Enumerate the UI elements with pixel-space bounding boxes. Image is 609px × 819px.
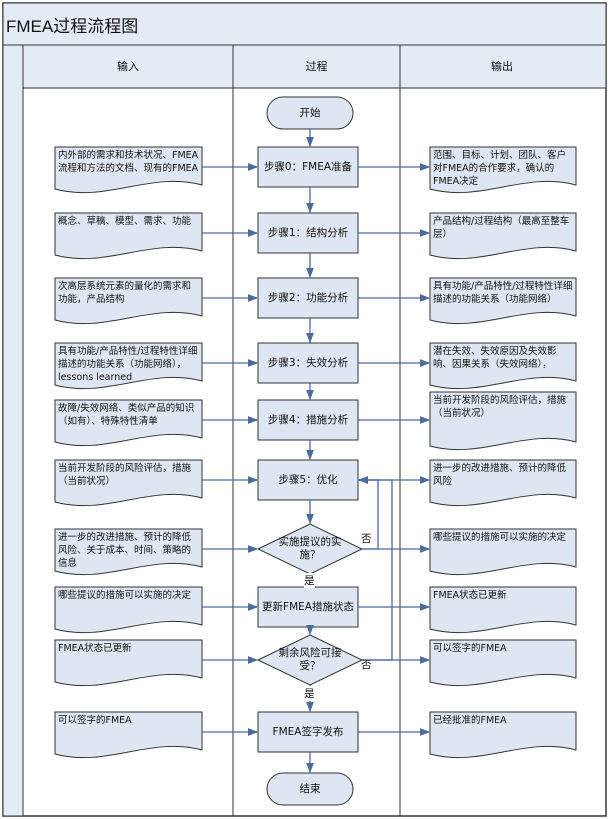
yes-label: 是 (304, 686, 315, 701)
output-document (429, 711, 577, 759)
output-document (429, 391, 577, 451)
decision-implement-actions-label: 实施提议的实施？ (278, 536, 342, 561)
no-label: 否 (361, 533, 372, 545)
no-label: 否 (361, 659, 372, 671)
fmea-release-label: FMEA签字发布 (272, 725, 344, 738)
output-document (429, 586, 577, 634)
update-fmea-status (257, 586, 359, 628)
output-document-text: 已经批准的FMEA (433, 715, 507, 726)
diagram-title: FMEA过程流程图 (6, 17, 139, 36)
output-document-text: 可以签字的FMEA (433, 643, 507, 654)
input-document-text: 具有功能/产品特性/过程特性详细描述的功能关系（功能网络），lessons le… (58, 346, 198, 383)
step3-failure-analysis-label: 步骤3：失效分析 (267, 356, 349, 369)
input-document-text: 可以签字的FMEA (58, 715, 132, 726)
step4-risk-analysis-label: 步骤4：措施分析 (267, 413, 349, 426)
fmea-release (257, 711, 359, 753)
input-document (54, 277, 203, 325)
output-document-text: 进一步的改进措施、预计的降低风险 (433, 463, 567, 487)
title-band (2, 2, 607, 46)
step3-failure-analysis (257, 342, 359, 384)
step5-optimization-label: 步骤5：优化 (278, 473, 338, 486)
input-document-text: FMEA状态已更新 (58, 643, 132, 654)
output-document-text: 哪些提议的措施可以实施的决定 (433, 532, 567, 543)
output-document-text: FMEA状态已更新 (433, 590, 507, 601)
output-document (429, 146, 577, 194)
end-terminator-label: 结束 (299, 782, 321, 795)
start-terminator-label: 开始 (299, 106, 321, 119)
output-document-text: 产品结构/过程结构（最高至整车层） (433, 216, 570, 240)
output-document-text: 潜在失效、失效原因及失效影响、因果关系（失效网络）， (433, 346, 557, 370)
step0-fmea-preparation (257, 146, 359, 188)
input-document (54, 212, 203, 260)
decision-residual-risk-label: 剩余风险可接受？ (278, 647, 342, 672)
output-document (429, 459, 577, 507)
input-document-text: 当前开发阶段的风险评估，措施（当前状况） (58, 463, 192, 487)
step1-structure-analysis-label: 步骤1：结构分析 (267, 226, 349, 239)
column-header-output: 输出 (491, 60, 513, 73)
step2-function-analysis-label: 步骤2：功能分析 (267, 291, 349, 304)
header-band (22, 44, 607, 89)
step2-function-analysis (257, 277, 359, 319)
input-document (54, 528, 203, 576)
input-document-text: 故障/失效网络、类似产品的知识（如有）、特殊特性清单 (58, 403, 195, 427)
left-strip (2, 44, 24, 817)
column-header-input: 输入 (117, 60, 139, 73)
output-document (429, 342, 577, 390)
yes-label: 是 (304, 573, 315, 588)
input-document (54, 586, 203, 634)
input-document (54, 459, 203, 507)
update-fmea-status-label: 更新FMEA措施状态 (262, 600, 354, 613)
output-document (429, 528, 577, 576)
input-document-text: 次高层系统元素的量化的需求和功能，产品结构 (58, 281, 192, 305)
input-document-text: 哪些提议的措施可以实施的决定 (58, 590, 192, 601)
input-document (54, 146, 203, 194)
output-document-text: 范围、目标、计划、团队、客户对FMEA的合作要求，确认的FMEA决定 (433, 150, 567, 187)
input-document (54, 399, 203, 447)
column-header-process: 过程 (305, 60, 328, 73)
output-document-text: 具有功能/产品特性/过程特性详细描述的功能关系（功能网络） (433, 281, 573, 305)
step4-risk-analysis (257, 399, 359, 441)
output-document (429, 277, 577, 325)
output-document (429, 639, 577, 687)
step0-fmea-preparation-label: 步骤0：FMEA准备 (263, 160, 353, 173)
no-feedback-arrow (357, 476, 393, 661)
input-document-text: 内外部的需求和技术状况、FMEA流程和方法的文档、现有的FMEA (58, 150, 199, 174)
input-document-text: 进一步的改进措施、预计的降低风险、关于成本、时间、策略的信息 (58, 532, 192, 569)
input-document (54, 342, 203, 390)
input-document (54, 639, 203, 687)
input-document-text: 概念、草稿、模型、需求、功能 (58, 216, 192, 227)
input-document (54, 711, 203, 759)
output-document-text: 当前开发阶段的风险评估，措施（当前状况） (433, 395, 567, 419)
output-document (429, 212, 577, 260)
